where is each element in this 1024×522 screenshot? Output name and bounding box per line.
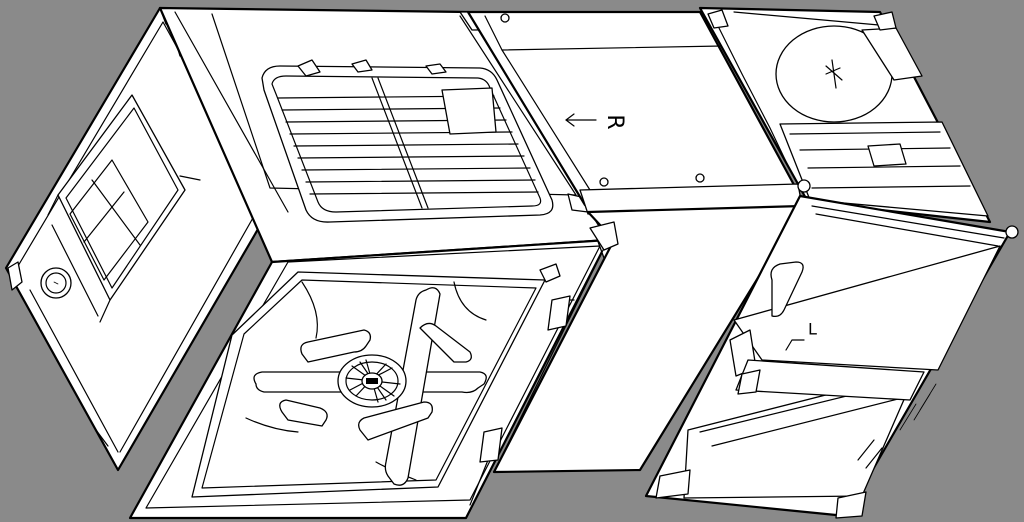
left-marker-label: L (808, 320, 817, 339)
right-side-marker: R (565, 113, 627, 130)
left-top-panel (158, 6, 610, 264)
left-side-marker: L (785, 320, 817, 351)
right-marker-label: R (602, 114, 627, 129)
right-lower-body: L (644, 179, 1019, 519)
middle-lower-body (479, 204, 804, 474)
right-top-module (698, 6, 992, 224)
corner-mark-icon (785, 339, 805, 351)
left-front-panel (128, 225, 621, 520)
